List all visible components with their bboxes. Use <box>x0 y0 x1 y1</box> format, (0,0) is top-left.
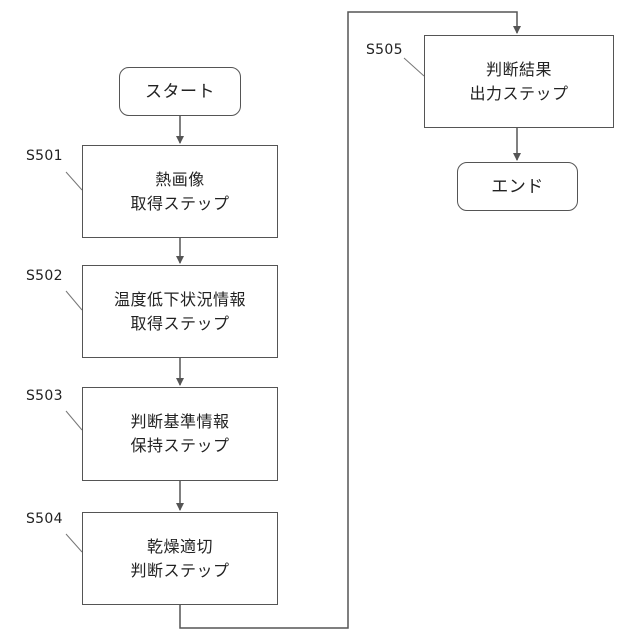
end-terminal: エンド <box>457 162 578 211</box>
process-box-s503: 判断基準情報 保持ステップ <box>82 387 278 481</box>
leader-line-s504 <box>66 534 82 552</box>
leader-line-s503 <box>66 411 82 430</box>
leader-line-s502 <box>66 291 82 310</box>
step-id-s503: S503 <box>26 388 63 404</box>
end-label: エンド <box>491 175 544 199</box>
process-box-s504: 乾燥適切 判断ステップ <box>82 512 278 605</box>
s501-label-line1: 熱画像 <box>155 168 205 192</box>
step-id-s502: S502 <box>26 268 63 284</box>
process-box-s505: 判断結果 出力ステップ <box>424 35 614 128</box>
process-box-s502: 温度低下状況情報 取得ステップ <box>82 265 278 358</box>
s503-label-line2: 保持ステップ <box>130 434 229 458</box>
s503-label-line1: 判断基準情報 <box>130 410 229 434</box>
s501-label-line2: 取得ステップ <box>130 192 229 216</box>
start-terminal: スタート <box>119 67 241 116</box>
step-id-s504: S504 <box>26 511 63 527</box>
s502-label-line2: 取得ステップ <box>130 312 229 336</box>
start-label: スタート <box>145 80 215 104</box>
leader-line-s505 <box>404 58 424 76</box>
s502-label-line1: 温度低下状況情報 <box>114 288 246 312</box>
s505-label-line1: 判断結果 <box>486 58 552 82</box>
s504-label-line2: 判断ステップ <box>130 559 229 583</box>
step-id-s501: S501 <box>26 148 63 164</box>
s504-label-line1: 乾燥適切 <box>147 535 213 559</box>
s505-label-line2: 出力ステップ <box>469 82 568 106</box>
step-id-s505: S505 <box>366 42 403 58</box>
process-box-s501: 熱画像 取得ステップ <box>82 145 278 238</box>
leader-line-s501 <box>66 172 82 190</box>
